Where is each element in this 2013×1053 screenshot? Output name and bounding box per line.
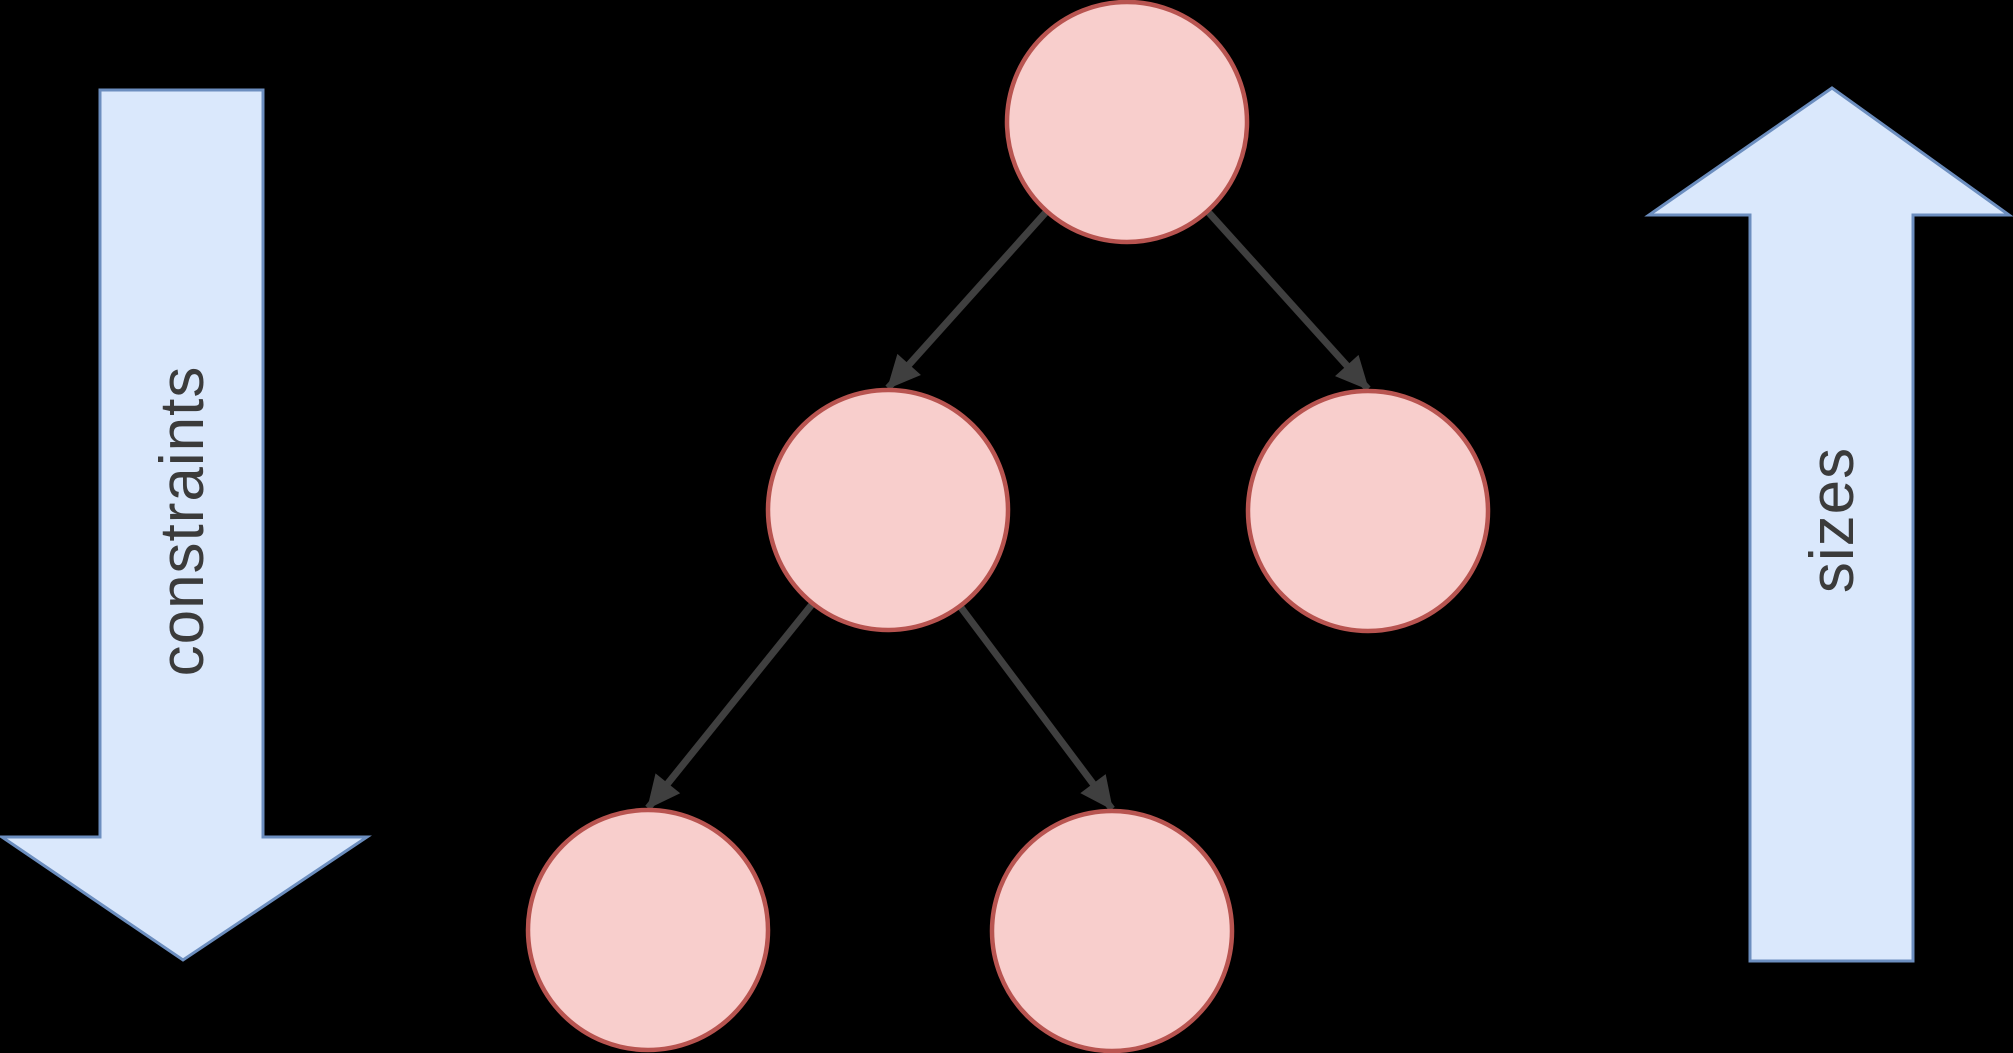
tree-node-left-grandchild (525, 807, 771, 1053)
up-arrow-sizes (1644, 86, 2013, 963)
tree-node-right-grandchild (989, 808, 1235, 1053)
tree-node-left-child (765, 387, 1011, 633)
down-arrow-constraints (0, 88, 372, 962)
constraints-label: constraints (148, 365, 217, 677)
tree-nodes (525, 0, 1491, 1053)
sizes-label: sizes (1798, 446, 1867, 594)
tree-node-root (1004, 0, 1250, 245)
tree-node-right-child (1245, 388, 1491, 634)
